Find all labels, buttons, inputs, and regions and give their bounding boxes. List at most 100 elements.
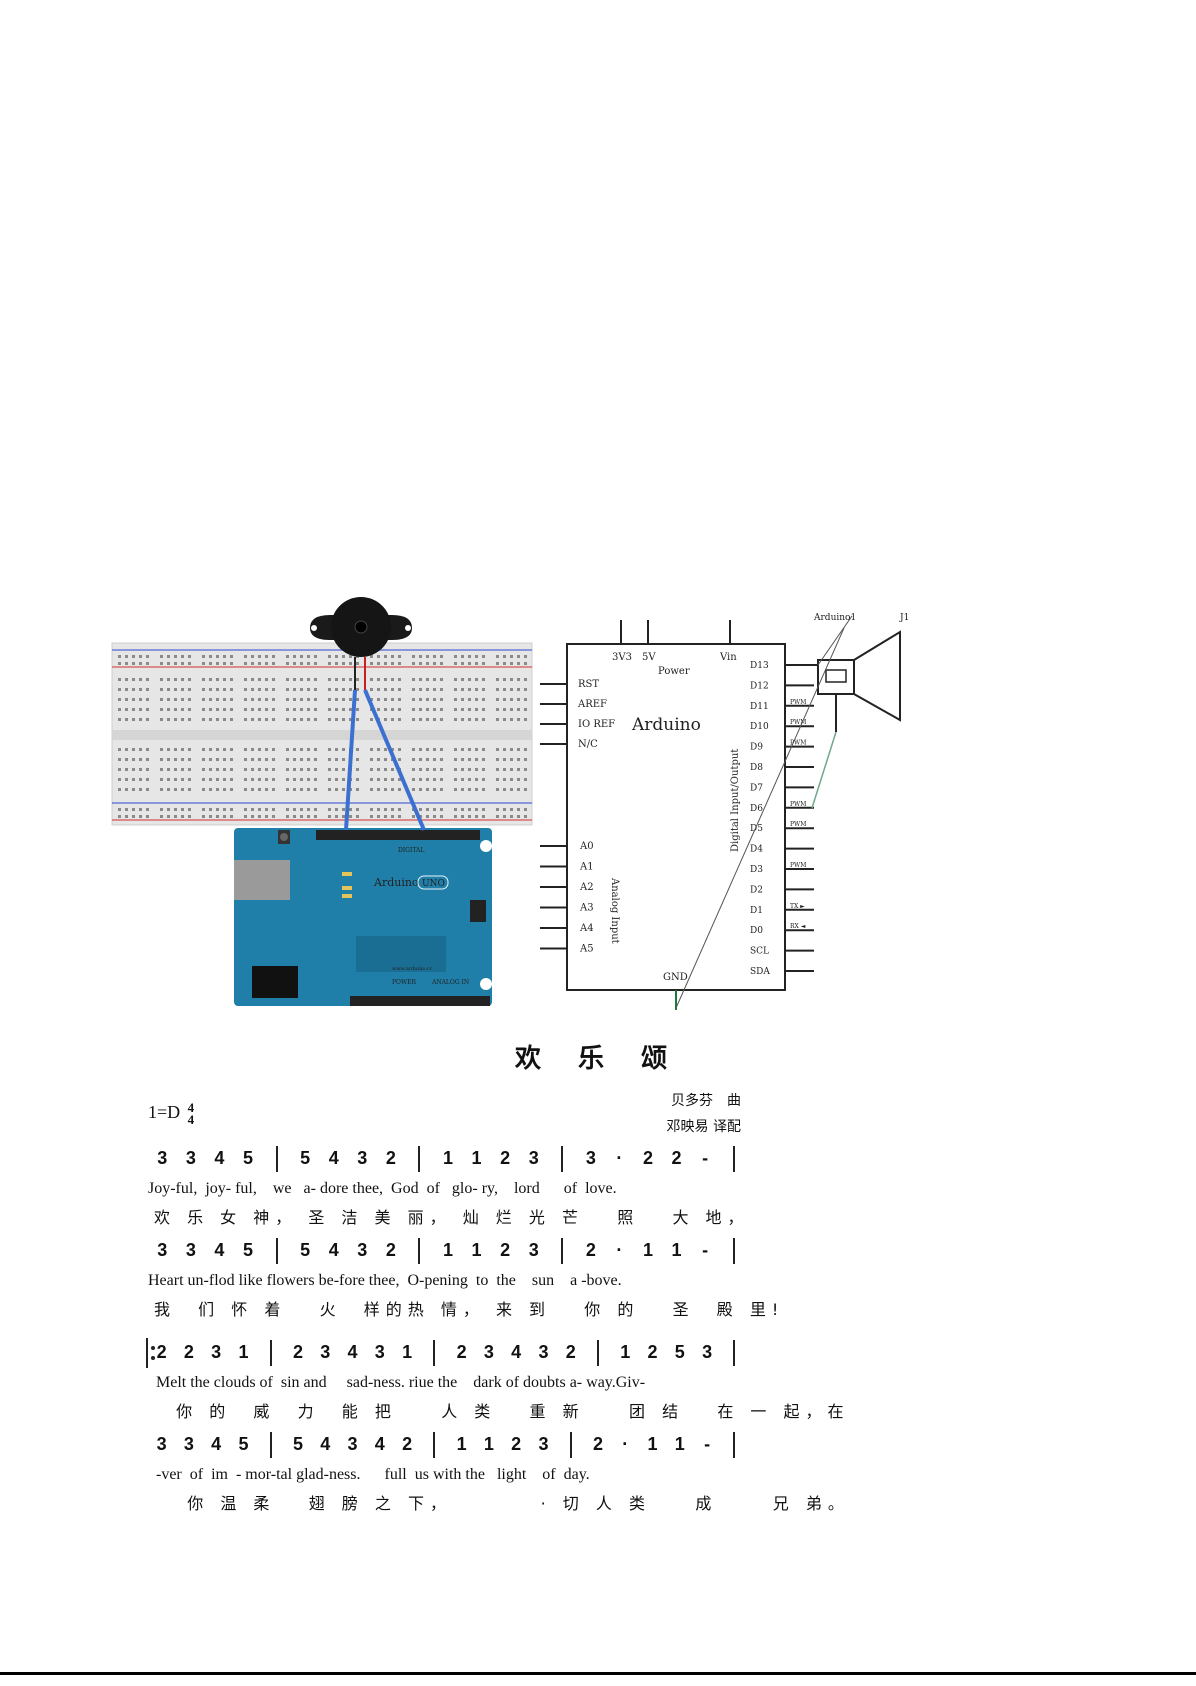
note: 2	[585, 1240, 596, 1260]
chinese-lyrics: 欢 乐 女 神， 圣 洁 美 丽， 灿 烂 光 芒 照 大 地，	[154, 1208, 750, 1227]
pin-label: A2	[579, 882, 594, 893]
note: 2	[292, 1342, 303, 1362]
circuit-diagram: Arduino UNO DIGITAL POWER ANALOG IN www.…	[111, 597, 909, 1010]
time-top: 4	[187, 1100, 195, 1115]
note: 2	[592, 1434, 603, 1454]
note: 1	[674, 1434, 685, 1454]
note: 2	[456, 1342, 467, 1362]
pin-label: D8	[750, 763, 763, 773]
pin-label: D9	[750, 743, 763, 753]
note: 2	[402, 1434, 413, 1454]
note: 2	[500, 1148, 511, 1168]
english-lyrics: Heart un-flod like flowers be-fore thee,…	[148, 1272, 622, 1289]
pin-function-label: PWM	[790, 740, 806, 747]
note: 3	[702, 1342, 713, 1362]
pin-label: AREF	[577, 699, 607, 710]
note: 1	[442, 1148, 453, 1168]
english-lyrics: Melt the clouds of sin and sad-ness. riu…	[148, 1374, 646, 1391]
pin-label: D1	[750, 906, 763, 916]
schematic-board-name: Arduino	[631, 715, 701, 735]
bar-line	[418, 1238, 421, 1264]
pin-label: D12	[750, 681, 769, 691]
note: 4	[347, 1342, 358, 1362]
pin-label: A5	[579, 944, 594, 955]
english-lyrics: Joy-ful, joy- ful, we a- dore thee, God …	[148, 1180, 617, 1197]
piezo-buzzer	[310, 597, 412, 690]
pin-label: D13	[750, 661, 769, 671]
chinese-lyrics: 你 温 柔 翅 膀 之 下， · 切 人 类 成 兄 弟。	[154, 1494, 850, 1513]
power-header-label: POWER	[392, 979, 417, 986]
pin-label: D2	[750, 885, 763, 895]
pin-function-label: PWM	[790, 801, 806, 808]
note: 4	[511, 1342, 522, 1362]
speaker-icon	[817, 630, 901, 732]
breadboard	[111, 642, 533, 826]
pin-label: A0	[579, 841, 594, 852]
time-bottom: 4	[187, 1112, 195, 1127]
chinese-lyrics: 你 的 威 力 能 把 人 类 重 新 团 结 在 一 起，在	[154, 1402, 850, 1421]
pin-3v3: 3V3	[612, 652, 632, 663]
bar-line	[732, 1146, 735, 1172]
note: 3	[183, 1434, 194, 1454]
note: 5	[242, 1240, 253, 1260]
note: 2	[647, 1342, 658, 1362]
note: 5	[238, 1434, 249, 1454]
note: 3	[483, 1342, 494, 1362]
note: 1	[647, 1434, 658, 1454]
time-signature: 4 4	[187, 1100, 195, 1127]
pin-label: D6	[750, 804, 763, 814]
bar-line	[269, 1340, 272, 1366]
english-lyrics: -ver of im - mor-tal glad-ness. full us …	[148, 1466, 590, 1483]
note: ·	[616, 1148, 623, 1168]
note: 4	[214, 1240, 225, 1260]
pin-function-label: TX ►	[790, 903, 805, 910]
note: 3	[357, 1240, 368, 1260]
note: 5	[300, 1148, 311, 1168]
note: 3	[156, 1434, 167, 1454]
note: 5	[292, 1434, 303, 1454]
note: 5	[674, 1342, 685, 1362]
note: 1	[642, 1240, 653, 1260]
note: 2	[385, 1148, 396, 1168]
bar-line	[733, 1340, 736, 1366]
note: 1	[471, 1240, 482, 1260]
arduino-uno-board: Arduino UNO DIGITAL POWER ANALOG IN www.…	[234, 828, 492, 1006]
note: 1	[456, 1434, 467, 1454]
note: 2	[385, 1240, 396, 1260]
note: 1	[471, 1148, 482, 1168]
pin-5v: 5V	[642, 652, 656, 663]
bar-line	[275, 1146, 278, 1172]
page-bottom-rule	[0, 1672, 1196, 1675]
credits: 贝多芬 曲 邓映易 译配	[667, 1088, 741, 1140]
board-model: UNO	[422, 879, 445, 889]
pin-label: A1	[579, 862, 594, 873]
note: 3	[185, 1148, 196, 1168]
note: 5	[242, 1148, 253, 1168]
note: 3	[538, 1342, 549, 1362]
bar-line	[733, 1432, 736, 1458]
pin-label: D4	[750, 845, 763, 855]
pin-function-label: PWM	[790, 862, 806, 869]
note: 2	[565, 1342, 576, 1362]
note: 3	[357, 1148, 368, 1168]
note: 3	[347, 1434, 358, 1454]
note: 1	[671, 1240, 682, 1260]
pin-label: D0	[750, 926, 763, 936]
composer: 贝多芬 曲	[671, 1093, 741, 1109]
repeat-start-sign	[146, 1338, 156, 1368]
note: 3	[374, 1342, 385, 1362]
note: 4	[211, 1434, 222, 1454]
note: ·	[616, 1240, 623, 1260]
key-label: 1=D	[148, 1102, 181, 1123]
note: 2	[671, 1148, 682, 1168]
